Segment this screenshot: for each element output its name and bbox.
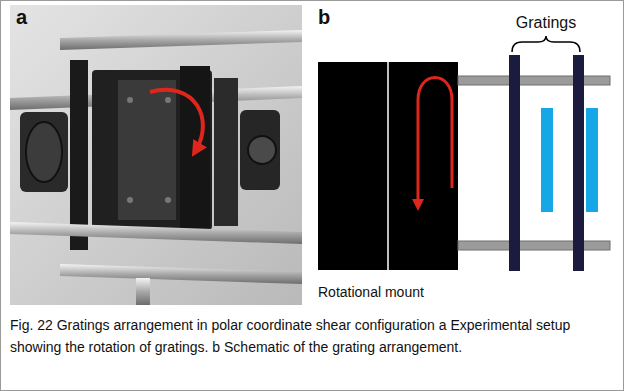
grating [586,108,598,212]
grating [541,108,553,212]
mount-body [318,62,458,270]
bracket [512,36,580,52]
group-label: Gratings [516,14,576,32]
panel-letter: a [16,6,27,29]
setup-photo [10,5,302,305]
grating-holder [509,55,520,271]
rail [458,76,610,85]
rotational-mount: Rotational mount [318,62,458,270]
panel-letter: b [318,6,330,29]
rail [458,241,610,250]
node-label: Rotational mount [318,284,424,300]
rotation-arrow [418,78,452,206]
mount-split [387,62,389,270]
grating-schematic [318,36,610,271]
grating-holder [573,55,584,271]
figure-caption: Fig. 22 Gratings arrangement in polar co… [10,314,614,358]
